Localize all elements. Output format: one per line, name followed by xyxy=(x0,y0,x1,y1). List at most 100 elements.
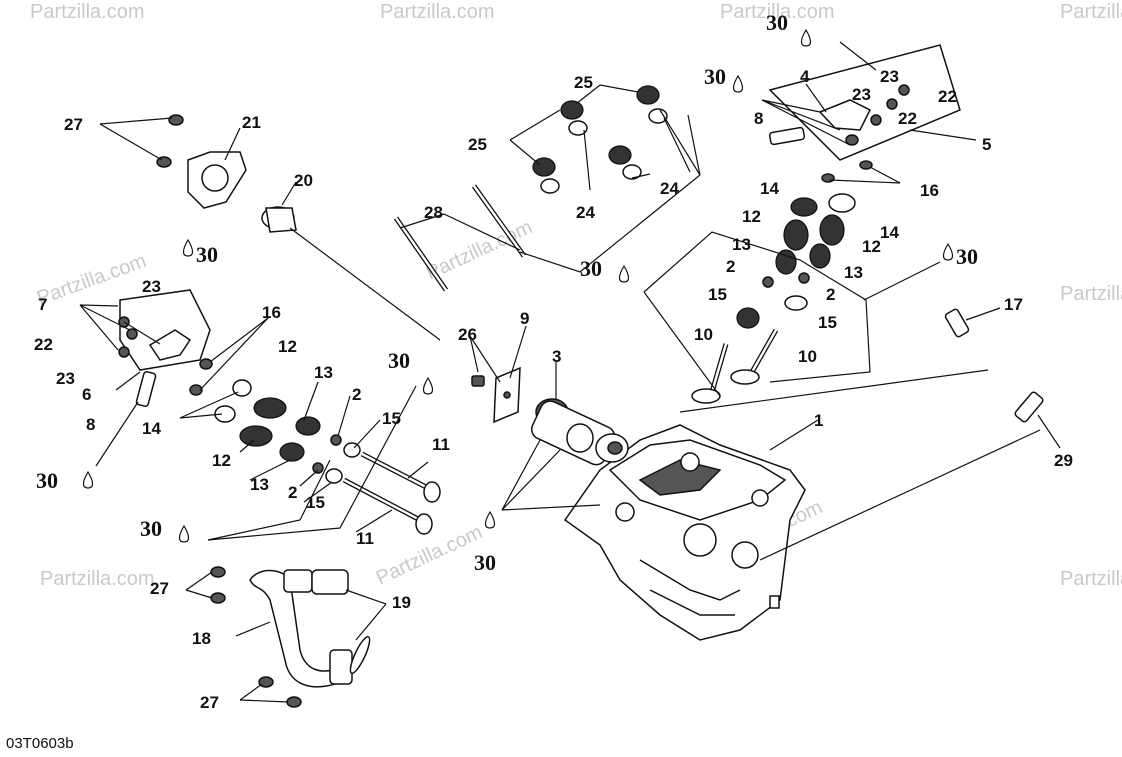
callout-4: 4 xyxy=(800,67,810,86)
callout-18: 18 xyxy=(192,629,211,648)
diagram-code: 03T0603b xyxy=(6,735,74,752)
callout-19: 19 xyxy=(392,593,411,612)
callout-10: 10 xyxy=(798,347,817,366)
callout-26: 26 xyxy=(458,325,477,344)
callout-12: 12 xyxy=(742,207,761,226)
callout-22: 22 xyxy=(938,87,957,106)
callout-23: 23 xyxy=(852,85,871,104)
callout-13: 13 xyxy=(844,263,863,282)
callout-17: 17 xyxy=(1004,295,1023,314)
callout-30: 30 xyxy=(766,10,788,35)
callout-13: 13 xyxy=(314,363,333,382)
temp-sensor-part xyxy=(944,308,970,338)
callout-30: 30 xyxy=(196,242,218,267)
callout-16: 16 xyxy=(262,303,281,322)
callout-7: 7 xyxy=(38,295,47,314)
callout-14: 14 xyxy=(880,223,899,242)
callout-23: 23 xyxy=(880,67,899,86)
left-rocker-part xyxy=(118,289,213,408)
callout-30: 30 xyxy=(36,468,58,493)
spark-plug-part xyxy=(1014,391,1044,423)
oil-drop-icon xyxy=(484,510,496,529)
oil-drop-icon xyxy=(422,376,434,395)
right-valve-train xyxy=(691,193,856,404)
callout-30: 30 xyxy=(140,516,162,541)
callout-29: 29 xyxy=(1054,451,1073,470)
callout-8: 8 xyxy=(86,415,95,434)
watermark-text: Partzilla.com xyxy=(380,1,494,23)
callout-30: 30 xyxy=(580,256,602,281)
plate-part xyxy=(471,366,521,424)
watermark-text: Partzilla.com xyxy=(30,1,144,23)
pushrod-part xyxy=(393,184,527,292)
callout-21: 21 xyxy=(242,113,261,132)
watermark-text: Partzilla.com xyxy=(1060,1,1122,23)
callout-2: 2 xyxy=(288,483,297,502)
oil-drop-icon xyxy=(182,238,194,257)
oil-drop-icon xyxy=(800,28,812,47)
callout-12: 12 xyxy=(862,237,881,256)
oil-drop-icon xyxy=(942,242,954,261)
callout-15: 15 xyxy=(306,493,325,512)
callout-11: 11 xyxy=(432,435,450,454)
left-valve-train xyxy=(214,379,441,535)
callout-2: 2 xyxy=(826,285,835,304)
callout-13: 13 xyxy=(732,235,751,254)
callout-8: 8 xyxy=(754,109,763,128)
callout-28: 28 xyxy=(424,203,443,222)
watermark-text: Partzilla.com xyxy=(1060,568,1122,590)
leader-lines xyxy=(79,41,1061,703)
watermark-text: Partzilla.com xyxy=(720,1,834,23)
callout-30: 30 xyxy=(704,64,726,89)
callout-20: 20 xyxy=(294,171,313,190)
watermark-text: Partzilla.com xyxy=(1060,283,1122,305)
callout-15: 15 xyxy=(382,409,401,428)
callout-2: 2 xyxy=(352,385,361,404)
callout-5: 5 xyxy=(982,135,991,154)
callout-22: 22 xyxy=(34,335,53,354)
callout-27: 27 xyxy=(64,115,83,134)
callout-25: 25 xyxy=(574,73,593,92)
callout-1: 1 xyxy=(814,411,823,430)
callout-15: 15 xyxy=(708,285,727,304)
callout-3: 3 xyxy=(552,347,561,366)
callout-labels: 1 2 2 2 2 3 4 5 6 7 8 8 9 10 10 11 11 12… xyxy=(34,10,1073,712)
callout-13: 13 xyxy=(250,475,269,494)
callout-10: 10 xyxy=(694,325,713,344)
callout-2: 2 xyxy=(726,257,735,276)
right-rocker-part xyxy=(768,44,961,183)
callout-30: 30 xyxy=(388,348,410,373)
oil-drop-icon xyxy=(618,264,630,283)
oil-drop-icon xyxy=(82,470,94,489)
callout-16: 16 xyxy=(920,181,939,200)
cylinder-head-part xyxy=(563,424,806,641)
callout-14: 14 xyxy=(142,419,161,438)
callout-14: 14 xyxy=(760,179,779,198)
oil-drop-icon xyxy=(732,74,744,93)
camshaft-part xyxy=(530,398,629,466)
valve-retainer-group xyxy=(532,85,668,194)
callout-24: 24 xyxy=(660,179,679,198)
callout-23: 23 xyxy=(56,369,75,388)
watermark-text: Partzilla.com xyxy=(40,568,154,590)
oil-drop-icon xyxy=(178,524,190,543)
callout-25: 25 xyxy=(468,135,487,154)
callout-12: 12 xyxy=(278,337,297,356)
callout-30: 30 xyxy=(956,244,978,269)
callout-27: 27 xyxy=(200,693,219,712)
callout-6: 6 xyxy=(82,385,91,404)
callout-11: 11 xyxy=(356,529,374,548)
callout-12: 12 xyxy=(212,451,231,470)
callout-24: 24 xyxy=(576,203,595,222)
callout-27: 27 xyxy=(150,579,169,598)
callout-30: 30 xyxy=(474,550,496,575)
thermostat-housing-part xyxy=(156,114,247,209)
callout-15: 15 xyxy=(818,313,837,332)
callout-23: 23 xyxy=(142,277,161,296)
callout-9: 9 xyxy=(520,309,529,328)
oil-drop-icons xyxy=(82,28,954,543)
callout-22: 22 xyxy=(898,109,917,128)
thermostat-part xyxy=(261,206,297,233)
